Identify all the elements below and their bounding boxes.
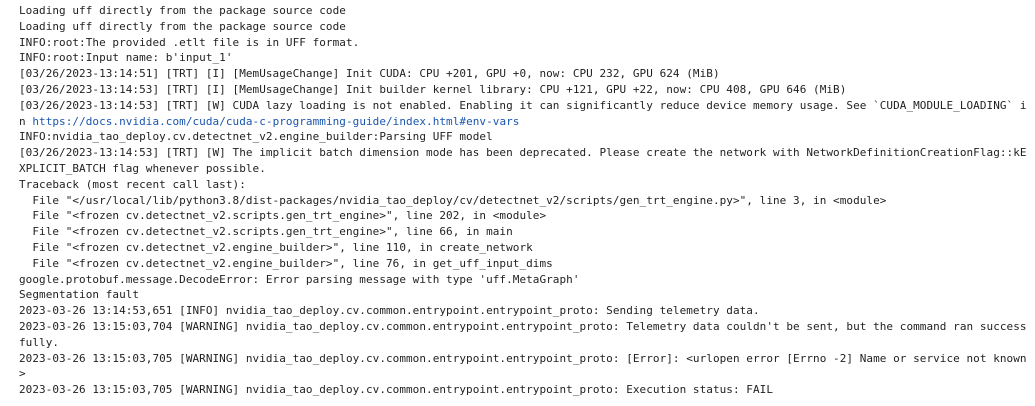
log-line: INFO:root:The provided .etlt file is in … xyxy=(19,35,360,49)
terminal-output: Loading uff directly from the package so… xyxy=(19,3,1029,398)
log-line: [03/26/2023-13:14:53] [TRT] [W] CUDA laz… xyxy=(19,98,1027,112)
log-line: INFO:nvidia_tao_deploy.cv.detectnet_v2.e… xyxy=(19,130,493,144)
traceback-frame: File "<frozen cv.detectnet_v2.scripts.ge… xyxy=(19,225,513,239)
traceback-frame: File "</usr/local/lib/python3.8/dist-pac… xyxy=(19,193,887,207)
traceback-frame: File "<frozen cv.detectnet_v2.scripts.ge… xyxy=(19,209,547,223)
log-line: 2023-03-26 13:15:03,704 [WARNING] nvidia… xyxy=(19,319,1027,333)
log-line: Loading uff directly from the package so… xyxy=(19,4,346,17)
log-line: 2023-03-26 13:15:03,705 [WARNING] nvidia… xyxy=(19,383,773,397)
error-line: Segmentation fault xyxy=(19,288,140,302)
log-line-with-link: n https://docs.nvidia.com/cuda/cuda-c-pr… xyxy=(19,114,1029,130)
log-line: XPLICIT_BATCH flag whenever possible. xyxy=(19,161,266,175)
log-line: [03/26/2023-13:14:53] [TRT] [I] [MemUsag… xyxy=(19,82,847,96)
error-line: google.protobuf.message.DecodeError: Err… xyxy=(19,272,580,286)
wrapped-text: n xyxy=(19,114,33,128)
cuda-docs-link[interactable]: https://docs.nvidia.com/cuda/cuda-c-prog… xyxy=(32,114,520,128)
log-line: fully. xyxy=(19,335,60,349)
traceback-header: Traceback (most recent call last): xyxy=(19,177,246,191)
traceback-frame: File "<frozen cv.detectnet_v2.engine_bui… xyxy=(19,240,533,254)
log-line: [03/26/2023-13:14:53] [TRT] [W] The impl… xyxy=(19,146,1027,160)
log-line: 2023-03-26 13:15:03,705 [WARNING] nvidia… xyxy=(19,351,1027,365)
log-line: INFO:root:Input name: b'input_1' xyxy=(19,51,233,65)
log-line: [03/26/2023-13:14:51] [TRT] [I] [MemUsag… xyxy=(19,67,720,81)
log-line: Loading uff directly from the package so… xyxy=(19,19,346,33)
traceback-frame: File "<frozen cv.detectnet_v2.engine_bui… xyxy=(19,256,553,270)
log-line: 2023-03-26 13:14:53,651 [INFO] nvidia_ta… xyxy=(19,304,760,318)
log-line: > xyxy=(19,367,26,381)
